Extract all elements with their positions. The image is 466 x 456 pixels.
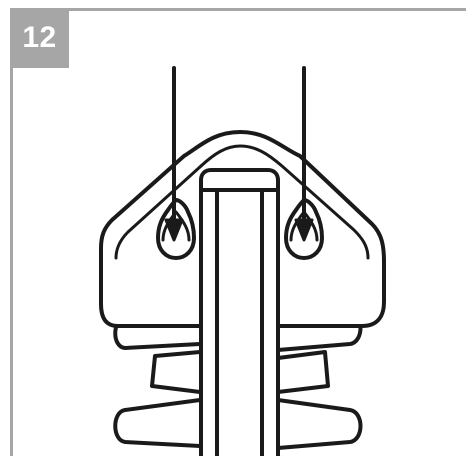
bracket-inner-rim — [199, 144, 370, 260]
blade-bar-outer — [199, 168, 280, 456]
bracket-inner-rim-left — [114, 164, 203, 260]
arrow-right — [294, 66, 314, 242]
panel-border — [10, 8, 466, 456]
arrowhead-right — [294, 218, 314, 242]
blade-bar — [199, 168, 280, 456]
tooth-left-3 — [113, 398, 202, 448]
tooth-right-3 — [276, 398, 363, 450]
step-number: 12 — [22, 21, 57, 54]
arrow-left — [164, 66, 184, 242]
step-number-badge: 12 — [10, 8, 69, 68]
tooth-left-2 — [150, 350, 202, 394]
left-cutter-teeth — [113, 305, 202, 448]
arrowhead-left — [164, 218, 184, 242]
tooth-right-2 — [276, 350, 330, 394]
